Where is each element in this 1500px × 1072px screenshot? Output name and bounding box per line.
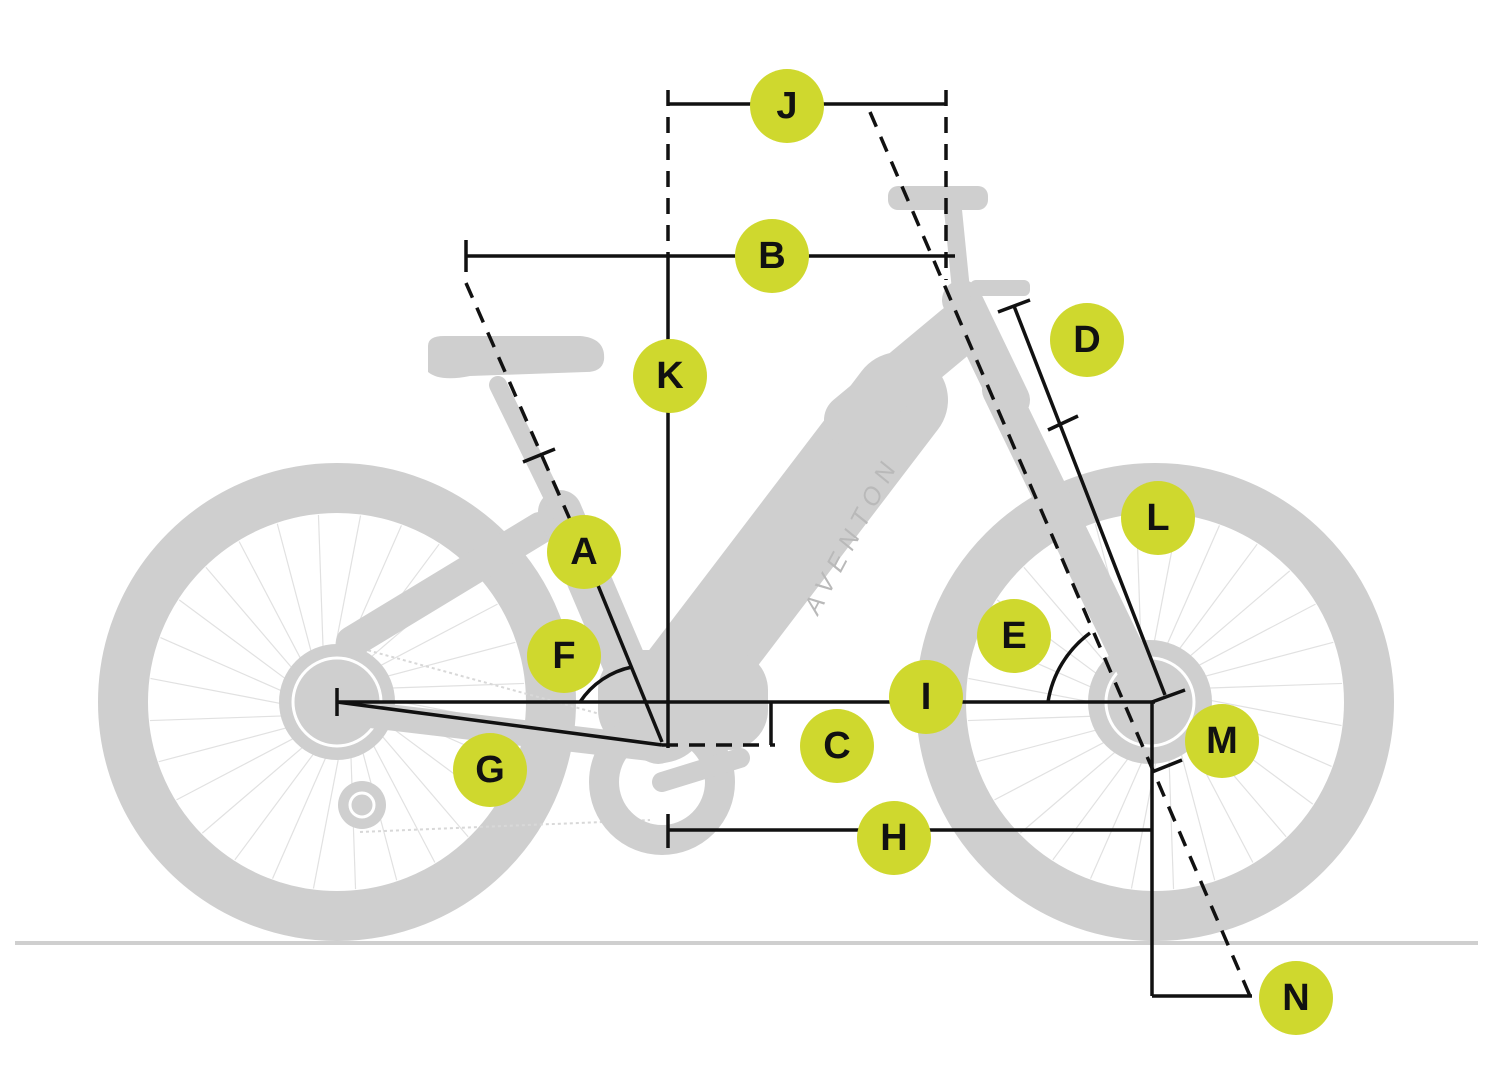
fork-length-line (1012, 305, 1167, 696)
badge-j: J (750, 69, 824, 143)
badge-e: E (977, 599, 1051, 673)
brake-lever (970, 280, 1030, 296)
chainstay-line (336, 700, 663, 747)
svg-text:L: L (1146, 497, 1169, 539)
seat-tube-length-line (584, 555, 664, 743)
badge-g: G (453, 733, 527, 807)
svg-text:J: J (776, 85, 797, 127)
handlebar (888, 186, 988, 210)
svg-text:M: M (1206, 720, 1238, 762)
svg-text:D: D (1073, 319, 1100, 361)
fork-offset-tick (1151, 758, 1183, 774)
badge-f: F (527, 619, 601, 693)
badge-i: I (889, 660, 963, 734)
badge-l: L (1121, 481, 1195, 555)
svg-text:E: E (1001, 615, 1026, 657)
bike-silhouette: AVENTON (98, 186, 1394, 941)
head-angle-arc (1046, 631, 1092, 703)
badge-h: H (857, 801, 931, 875)
top-tube (824, 304, 984, 446)
seatstay (336, 512, 556, 658)
badge-k: K (633, 339, 707, 413)
seat-angle-arc (578, 665, 633, 703)
svg-text:G: G (475, 749, 505, 791)
seatpost (489, 376, 569, 521)
fork-length-mid-tick (1047, 414, 1079, 432)
badge-d: D (1050, 303, 1124, 377)
fork (982, 372, 1168, 718)
svg-text:A: A (570, 531, 597, 573)
chainstay (332, 699, 663, 761)
badge-b: B (735, 219, 809, 293)
badge-n: N (1259, 961, 1333, 1035)
svg-text:K: K (656, 355, 684, 397)
svg-text:H: H (880, 817, 907, 859)
seat-tube-length-tick (522, 447, 556, 464)
saddle (428, 336, 605, 379)
fork-length-top-tick (997, 298, 1031, 314)
badge-m: M (1185, 704, 1259, 778)
chainring (589, 709, 735, 855)
svg-text:I: I (921, 676, 932, 718)
svg-text:N: N (1282, 977, 1309, 1019)
svg-text:B: B (758, 235, 785, 277)
seat-tube-length-dashed (464, 282, 588, 557)
badge-a: A (547, 515, 621, 589)
label-badges: J B K D L A E F (453, 69, 1333, 1035)
svg-text:C: C (823, 725, 850, 767)
stem (943, 191, 971, 309)
svg-text:F: F (552, 635, 575, 677)
rear-derailleur (338, 781, 386, 829)
fork-offset-line (1151, 688, 1186, 704)
badge-c: C (800, 709, 874, 783)
crank-arm (652, 748, 750, 792)
